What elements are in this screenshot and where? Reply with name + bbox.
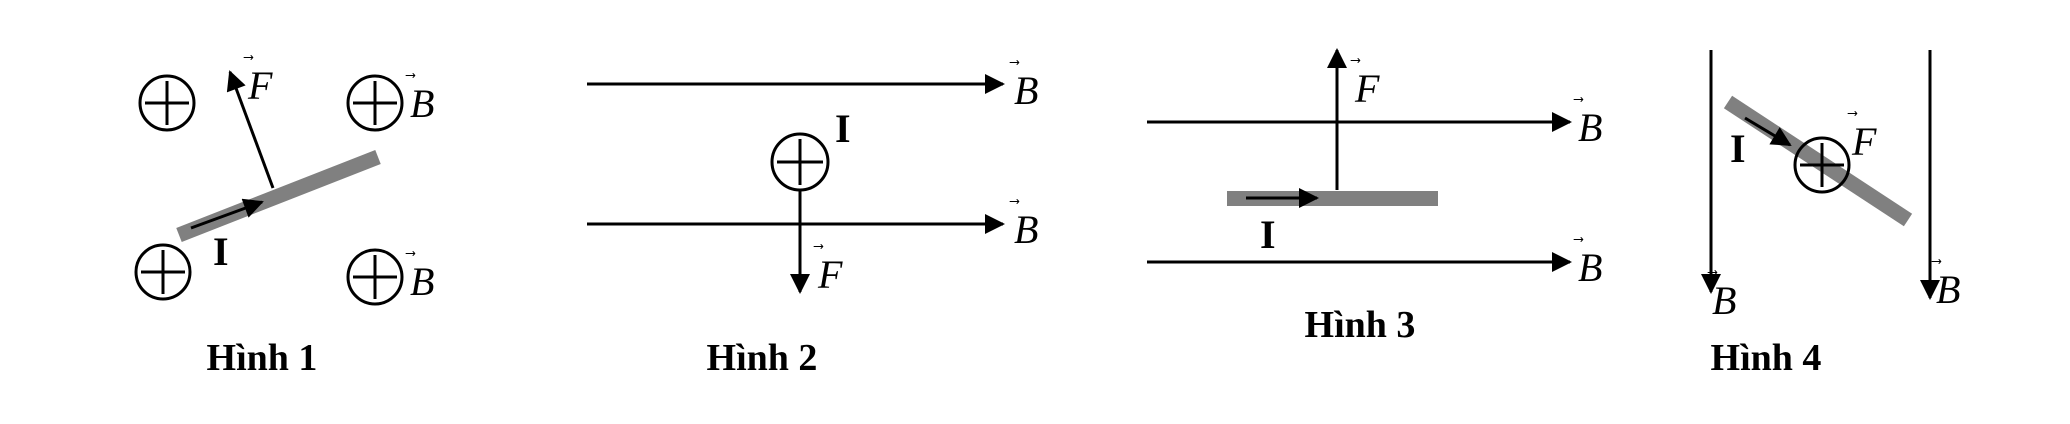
vector-mark: ⃗ xyxy=(1573,237,1584,242)
current-label: I xyxy=(1260,212,1276,257)
current-into-page-symbol xyxy=(1793,136,1851,194)
current-label: I xyxy=(213,229,229,274)
field-into-page-symbol xyxy=(138,74,196,132)
field-label: B xyxy=(410,81,434,126)
vector-mark: ⃗ xyxy=(1009,60,1020,65)
wire-bar xyxy=(1227,191,1438,206)
figure-caption: Hình 2 xyxy=(707,337,818,379)
field-label: B xyxy=(1578,245,1602,290)
field-label: B xyxy=(1936,267,1960,312)
figure-4: I F ⃗ B ⃗ B ⃗ Hình 4 xyxy=(1701,50,1960,379)
field-into-page-symbol xyxy=(134,243,192,301)
figure-caption: Hình 1 xyxy=(207,337,318,379)
force-label: F xyxy=(817,252,843,297)
current-into-page-symbol xyxy=(770,132,830,192)
field-label: B xyxy=(410,259,434,304)
figure-2: I B ⃗ B ⃗ F ⃗ Hình 2 xyxy=(587,60,1038,379)
vector-mark: ⃗ xyxy=(813,244,824,249)
figure-caption: Hình 4 xyxy=(1711,337,1822,379)
force-label: F xyxy=(1851,119,1877,164)
current-arrow xyxy=(1744,116,1792,147)
field-label: B xyxy=(1578,105,1602,150)
wire-bar xyxy=(176,150,381,242)
vector-mark: ⃗ xyxy=(1009,199,1020,204)
vector-mark: ⃗ xyxy=(1931,259,1942,264)
current-label: I xyxy=(1730,126,1746,171)
vector-mark: ⃗ xyxy=(405,73,416,78)
figure-3: F ⃗ B ⃗ B ⃗ I Hình 3 xyxy=(1147,48,1602,346)
field-label: B xyxy=(1014,68,1038,113)
vector-mark: ⃗ xyxy=(1847,111,1858,116)
force-label: F xyxy=(1354,66,1380,111)
figure-caption: Hình 3 xyxy=(1305,304,1416,346)
force-arrow xyxy=(226,70,275,189)
vector-mark: ⃗ xyxy=(1350,58,1361,63)
field-into-page-symbol xyxy=(346,74,404,132)
wire-bar xyxy=(1723,95,1913,227)
vector-mark: ⃗ xyxy=(1573,97,1584,102)
current-arrow xyxy=(190,198,264,230)
force-label: F xyxy=(247,63,273,108)
field-label: B xyxy=(1014,207,1038,252)
field-label: B xyxy=(1712,278,1736,323)
field-into-page-symbol xyxy=(346,248,404,306)
vector-mark: ⃗ xyxy=(405,251,416,256)
current-label: I xyxy=(835,106,851,151)
figure-1: F ⃗ B ⃗ B ⃗ I Hình 1 xyxy=(134,55,434,379)
vector-mark: ⃗ xyxy=(243,55,254,60)
